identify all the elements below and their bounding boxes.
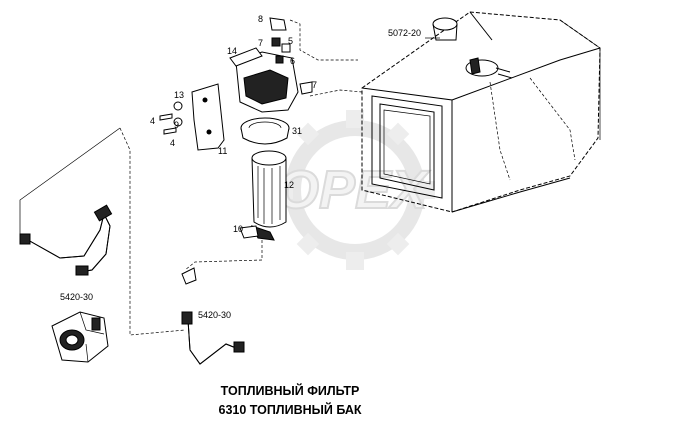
fuel-tank xyxy=(361,11,601,213)
center-fuel-line xyxy=(181,311,245,365)
filter-element xyxy=(239,117,290,241)
callout-4a: 4 xyxy=(150,116,155,126)
leader-lines xyxy=(19,37,440,240)
callout-7a: 7 xyxy=(258,38,263,48)
fittings xyxy=(159,17,313,285)
routing-lines xyxy=(119,19,576,336)
callout-5: 5 xyxy=(288,36,293,46)
center-line-ref-label: 5420-30 xyxy=(198,310,231,320)
callout-8: 8 xyxy=(258,14,263,24)
callout-14: 14 xyxy=(227,46,237,56)
callout-7b: 7 xyxy=(312,80,317,90)
callout-9: 9 xyxy=(174,120,179,130)
diagram-title-line2: 6310 ТОПЛИВНЫЙ БАК xyxy=(219,402,362,417)
callout-13: 13 xyxy=(174,90,184,100)
watermark-text: OPEX xyxy=(277,160,430,220)
tank-ref-label: 5072-20 xyxy=(388,28,421,38)
left-fuel-line xyxy=(19,204,113,276)
fuel-pump xyxy=(51,311,109,363)
callout-31: 31 xyxy=(292,126,302,136)
left-line-ref-label: 5420-30 xyxy=(60,292,93,302)
callout-10: 10 xyxy=(233,224,243,234)
diagram-title-line1: ТОПЛИВНЫЙ ФИЛЬТР xyxy=(221,383,360,398)
filter-bracket xyxy=(191,47,299,151)
callout-6: 6 xyxy=(290,56,295,66)
callout-12: 12 xyxy=(284,180,294,190)
callout-4b: 4 xyxy=(170,138,175,148)
callout-11: 11 xyxy=(218,146,227,156)
